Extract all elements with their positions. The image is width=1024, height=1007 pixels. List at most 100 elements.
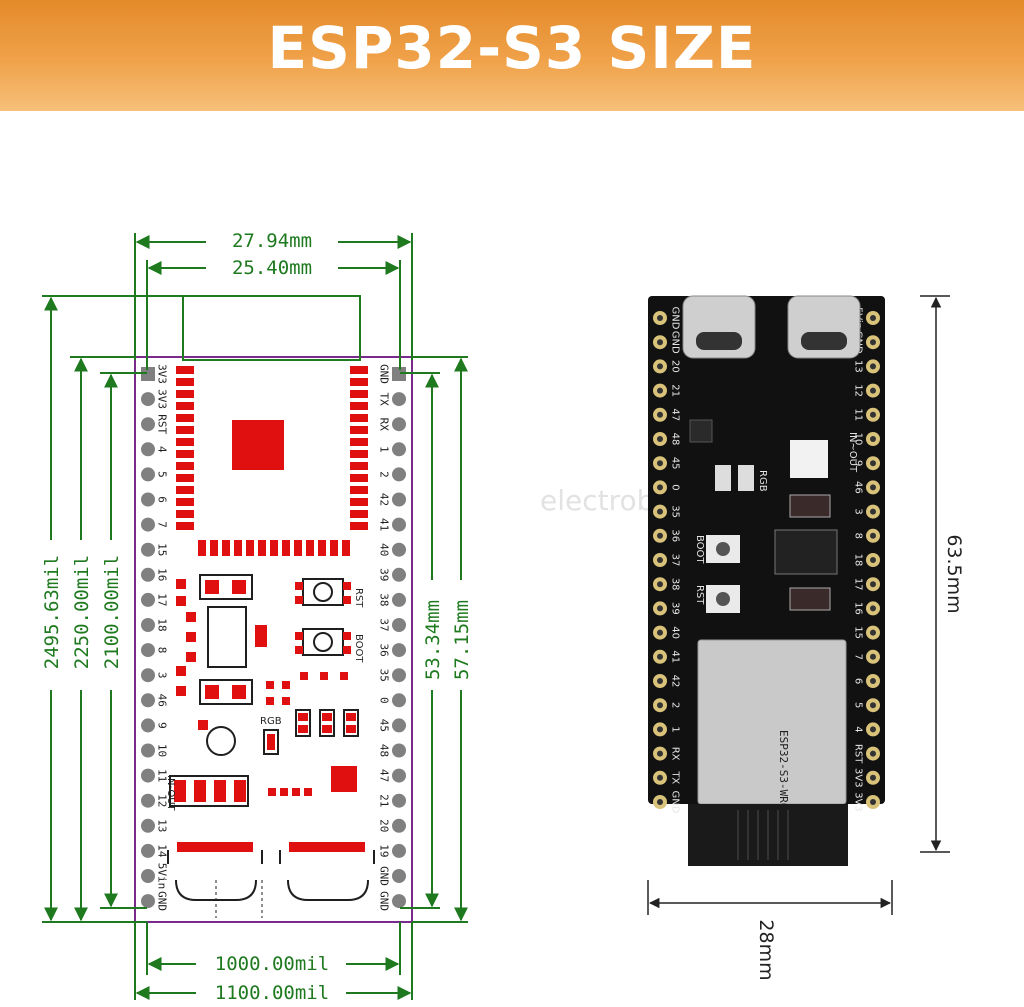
photo-left-pin-hole <box>657 702 663 709</box>
dim-height-inner-mil: 2100.00mil <box>101 555 123 669</box>
photo-left-pin-label: 20 <box>670 360 681 373</box>
right-pad <box>392 643 406 658</box>
photo-right-pin-label: 4 <box>853 726 864 732</box>
photo-left-pin-hole <box>657 605 663 612</box>
photo-left-pin-hole <box>657 484 663 491</box>
esp32-module-shield <box>697 639 847 805</box>
antenna-trace <box>737 810 789 860</box>
photo-left-pin-label: GND <box>670 307 681 330</box>
left-pin-label: 12 <box>156 794 169 807</box>
module-pad <box>176 426 194 434</box>
right-pad <box>392 843 406 858</box>
photo-right-pin-label: 15 <box>853 626 864 639</box>
right-pad <box>392 467 406 482</box>
photo-left-pin-hole <box>657 678 663 684</box>
right-pad <box>392 592 406 607</box>
photo-left-pin-label: 40 <box>670 626 681 639</box>
module-pad <box>176 366 194 374</box>
right-pad <box>392 743 406 758</box>
left-pin-label: 14 <box>156 844 169 858</box>
photo-left-pin-label: GND <box>670 331 681 354</box>
right-pad <box>392 618 406 632</box>
rst-button-footprint <box>295 578 351 606</box>
right-pad <box>392 668 406 683</box>
board-outline <box>134 356 413 923</box>
photo-right-pin-label: 3 <box>853 508 864 514</box>
left-pin-label: 15 <box>156 543 169 556</box>
module-pad <box>350 474 368 482</box>
right-pad <box>392 768 406 783</box>
photo-width-label: 28mm <box>755 919 777 980</box>
photo-rgb-label: RGB <box>757 470 768 492</box>
left-pin-label: 4 <box>156 446 169 453</box>
pcb-schematic: 3V33V3RST4567151617188346910111213145Vin… <box>40 229 473 1005</box>
module-pad <box>176 414 194 422</box>
left-pin-label: 11 <box>156 769 169 782</box>
photo-right-pin-hole <box>870 629 876 636</box>
left-pad <box>141 693 155 708</box>
photo-left-pin-hole <box>657 581 663 588</box>
in-out-label: IN-OUT <box>165 775 176 812</box>
photo-right-pin-label: 46 <box>853 481 864 494</box>
title-banner: ESP32-S3 SIZE <box>0 0 1024 111</box>
module-pad <box>176 522 194 530</box>
photo-right-pin-hole <box>870 532 876 539</box>
photo-rst-label: RST <box>694 585 705 605</box>
photo-right-pin-hole <box>870 799 876 805</box>
left-pin-label: 46 <box>156 694 169 707</box>
photo-right-pin-label: 8 <box>853 533 864 539</box>
photo-right-pin-hole <box>870 605 876 612</box>
left-pin-label: 13 <box>156 819 169 832</box>
right-pad <box>392 793 406 808</box>
left-pad <box>141 367 155 381</box>
module-pad <box>282 540 290 556</box>
module-pad <box>176 510 194 518</box>
left-pad <box>141 467 155 482</box>
right-pad <box>392 718 406 733</box>
module-pad <box>330 540 338 556</box>
antenna-outline <box>182 295 361 361</box>
right-pin-label: GND <box>378 891 391 911</box>
module-pad <box>176 462 194 470</box>
right-pad <box>392 693 406 708</box>
left-pad <box>141 869 155 883</box>
photo-left-pin-label: 37 <box>670 554 681 567</box>
photo-right-pin-label: 12 <box>853 384 864 397</box>
left-pin-label: 5 <box>156 471 169 478</box>
left-pin-label: 5Vin <box>156 863 169 890</box>
module-pad <box>258 540 266 556</box>
photo-left-pin-hole <box>657 460 663 467</box>
module-pad <box>350 510 368 518</box>
right-pin-label: 41 <box>378 518 391 531</box>
module-pad <box>342 540 350 556</box>
left-pin-label: RST <box>156 414 169 434</box>
photo-right-pin-hole <box>870 508 876 515</box>
usb-connector-right <box>261 842 375 918</box>
photo-left-pin-label: 41 <box>670 650 681 663</box>
module-pad <box>246 540 254 556</box>
module-pad <box>176 486 194 494</box>
left-pin-label: 3V3 <box>156 389 169 409</box>
left-pin-label: 18 <box>156 618 169 631</box>
photo-left-pin-hole <box>657 339 663 346</box>
left-pin-label: GND <box>156 891 169 911</box>
usb-connector-left <box>167 842 263 918</box>
right-pad <box>392 567 406 582</box>
photo-right-pin-hole <box>870 411 876 418</box>
photo-left-pin-hole <box>657 799 663 805</box>
module-pad <box>350 402 368 410</box>
dim-height-outer-mil: 2495.63mil <box>41 555 63 669</box>
photo-left-pin-hole <box>657 774 663 781</box>
left-pad <box>141 517 155 532</box>
right-pin-label: TX <box>378 392 391 406</box>
photo-right-pin-hole <box>870 653 876 660</box>
photo-left-pin-label: GND <box>670 791 681 814</box>
photo-right-pin-label: 6 <box>853 678 864 684</box>
left-header-pads <box>141 367 155 909</box>
left-pin-label: 6 <box>156 496 169 503</box>
photo-right-pin-label: 9 <box>853 460 864 466</box>
right-pin-label: 1 <box>378 446 391 453</box>
left-pin-label: 17 <box>156 593 169 606</box>
right-pad <box>392 517 406 532</box>
